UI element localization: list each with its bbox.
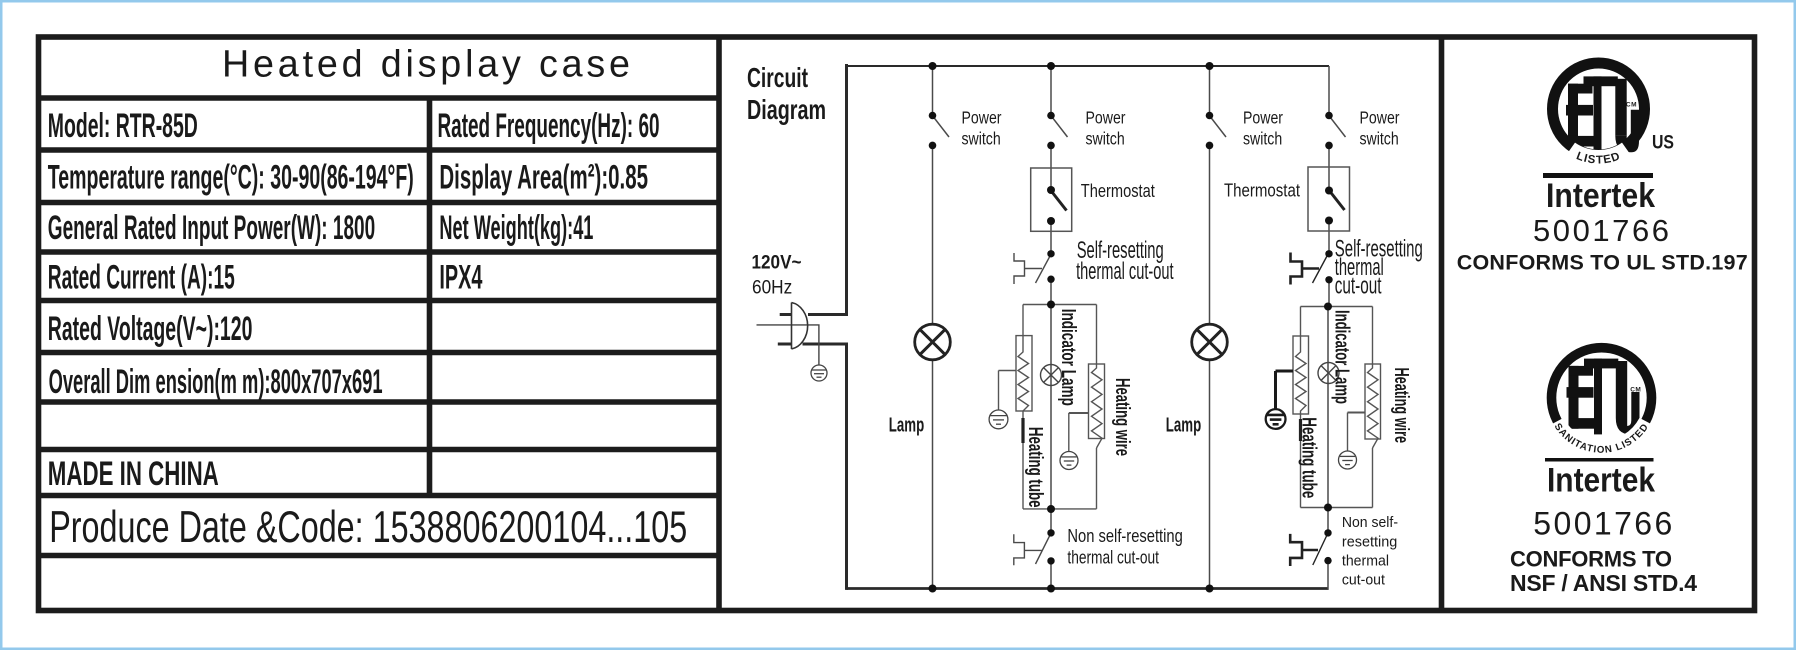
- svg-text:switch: switch: [962, 129, 1001, 149]
- svg-text:Diagram: Diagram: [747, 94, 826, 125]
- svg-text:General Rated Input Power(W):: General Rated Input Power(W): 1800: [48, 209, 375, 247]
- svg-text:Temperature range(°C): 30-90(8: Temperature range(°C): 30-90(86-194°F): [48, 159, 414, 197]
- svg-text:Heated display case: Heated display case: [222, 43, 630, 85]
- svg-text:thermal cut-out: thermal cut-out: [1067, 547, 1159, 567]
- svg-text:Lamp: Lamp: [1166, 415, 1201, 437]
- svg-text:CM: CM: [1626, 102, 1637, 109]
- svg-text:Heating wire: Heating wire: [1111, 378, 1133, 456]
- svg-text:120V~: 120V~: [752, 253, 802, 274]
- svg-text:Net Weight(kg):41: Net Weight(kg):41: [439, 209, 593, 247]
- svg-text:5001766: 5001766: [1533, 506, 1672, 542]
- svg-text:Heating tube: Heating tube: [1298, 417, 1320, 498]
- svg-text:switch: switch: [1243, 129, 1282, 149]
- svg-text:Non self-: Non self-: [1342, 515, 1398, 531]
- svg-text:Circuit: Circuit: [747, 62, 808, 93]
- svg-text:Intertek: Intertek: [1547, 462, 1655, 500]
- svg-text:thermal cut-out: thermal cut-out: [1076, 258, 1174, 285]
- svg-text:resetting: resetting: [1342, 535, 1397, 551]
- svg-text:Non self-resetting: Non self-resetting: [1067, 526, 1182, 546]
- svg-text:US: US: [1652, 132, 1674, 154]
- svg-text:Self-resetting: Self-resetting: [1077, 237, 1164, 264]
- svg-text:Power: Power: [962, 108, 1002, 128]
- svg-text:Heating wire: Heating wire: [1390, 368, 1412, 444]
- svg-text:CONFORMS TO UL STD.197: CONFORMS TO UL STD.197: [1457, 251, 1748, 275]
- svg-text:switch: switch: [1360, 129, 1399, 149]
- svg-text:Rated Frequency(Hz): 60: Rated Frequency(Hz): 60: [438, 107, 660, 145]
- svg-text:Indicator Lamp: Indicator Lamp: [1331, 310, 1354, 404]
- svg-text:Indicator Lamp: Indicator Lamp: [1057, 309, 1080, 406]
- svg-text:Power: Power: [1243, 108, 1283, 128]
- svg-text:Model: RTR-85D: Model: RTR-85D: [48, 107, 198, 145]
- svg-text:Lamp: Lamp: [889, 415, 924, 437]
- svg-text:Self-resetting: Self-resetting: [1335, 236, 1423, 263]
- svg-text:Rated Voltage(V~):120: Rated Voltage(V~):120: [48, 310, 253, 348]
- svg-text:NSF / ANSI STD.4: NSF / ANSI STD.4: [1510, 570, 1697, 596]
- svg-text:Power: Power: [1086, 108, 1126, 128]
- svg-text:CONFORMS TO: CONFORMS TO: [1510, 547, 1672, 572]
- svg-text:60Hz: 60Hz: [752, 278, 792, 299]
- svg-text:thermal: thermal: [1342, 554, 1389, 570]
- svg-text:thermal: thermal: [1335, 254, 1384, 281]
- svg-text:Thermostat: Thermostat: [1224, 180, 1300, 201]
- svg-text:Display Area(m²):0.85: Display Area(m²):0.85: [439, 159, 648, 197]
- svg-text:cut-out: cut-out: [1335, 273, 1382, 300]
- svg-text:Rated Current (A):15: Rated Current (A):15: [48, 259, 235, 297]
- svg-text:MADE IN CHINA: MADE IN CHINA: [48, 455, 219, 493]
- svg-text:Thermostat: Thermostat: [1081, 180, 1155, 201]
- svg-text:Power: Power: [1360, 108, 1400, 128]
- svg-text:Heating tube: Heating tube: [1024, 427, 1046, 508]
- svg-text:switch: switch: [1086, 129, 1125, 149]
- svg-text:Overall Dim ension(m m):800x70: Overall Dim ension(m m):800x707x691: [49, 363, 383, 401]
- svg-text:LISTED: LISTED: [1575, 150, 1623, 166]
- svg-text:Produce Date &Code: 1538806200: Produce Date &Code: 1538806200104...105: [49, 503, 687, 552]
- svg-text:CM: CM: [1630, 387, 1641, 394]
- svg-text:5001766: 5001766: [1533, 213, 1669, 248]
- svg-text:Intertek: Intertek: [1546, 177, 1655, 215]
- svg-text:IPX4: IPX4: [439, 259, 482, 297]
- svg-text:cut-out: cut-out: [1342, 573, 1385, 589]
